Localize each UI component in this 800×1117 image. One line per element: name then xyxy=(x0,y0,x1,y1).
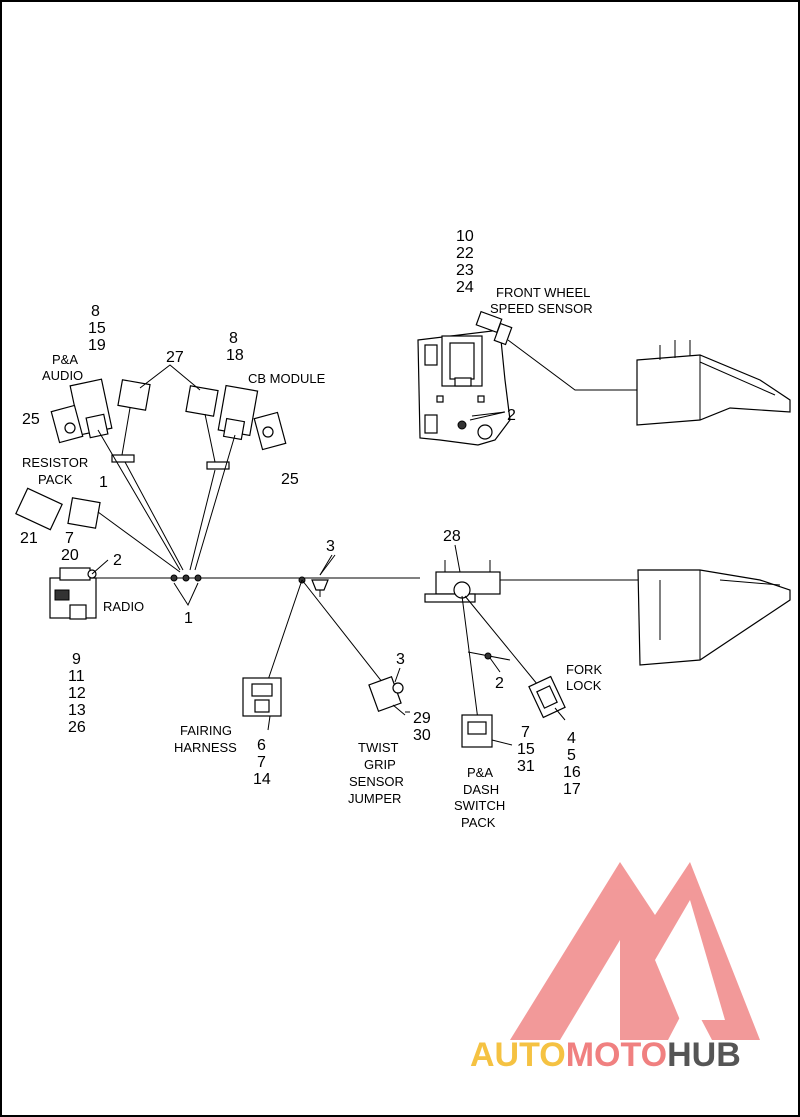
watermark-logo xyxy=(510,862,760,1040)
callout-13: 13 xyxy=(68,702,86,719)
label-fairing: FAIRING xyxy=(180,723,232,738)
label-front-wheel: FRONT WHEEL xyxy=(496,285,590,300)
label-jumper: JUMPER xyxy=(348,791,401,806)
upper-branches xyxy=(97,429,236,571)
callout-11: 11 xyxy=(68,668,85,685)
callout-2: 2 xyxy=(113,552,122,569)
lower-fork-bracket xyxy=(424,560,501,603)
cb-bracket xyxy=(253,411,287,451)
label-cb-module: CB MODULE xyxy=(248,371,326,386)
callout-2: 2 xyxy=(507,407,516,424)
labels: FRONT WHEEL SPEED SENSOR P&A AUDIO CB MO… xyxy=(22,285,602,830)
callout-8: 8 xyxy=(229,330,238,347)
fork-bracket-assembly xyxy=(417,329,511,446)
callout-6: 6 xyxy=(257,737,266,754)
callout-31: 31 xyxy=(517,758,535,775)
callout-19: 19 xyxy=(88,337,106,354)
callout-5: 5 xyxy=(567,747,576,764)
callout-3: 3 xyxy=(326,538,335,555)
lower-right-branches xyxy=(461,595,543,721)
watermark-part-moto: MOTO xyxy=(566,1036,667,1074)
callout-10: 10 xyxy=(456,228,474,245)
fork-lock-connector xyxy=(528,675,566,719)
callout-7: 7 xyxy=(257,754,266,771)
label-audio: AUDIO xyxy=(42,368,83,383)
callout-20: 20 xyxy=(61,547,79,564)
callout-8: 8 xyxy=(91,303,100,320)
watermark-text: AUTOMOTOHUB xyxy=(470,1036,741,1074)
label-radio: RADIO xyxy=(103,599,144,614)
plug-27-left xyxy=(111,379,151,463)
callout-17: 17 xyxy=(563,781,581,798)
label-harness: HARNESS xyxy=(174,740,237,755)
callout-28: 28 xyxy=(443,528,461,545)
main-harness-trunk xyxy=(90,577,640,581)
callouts: 10 22 23 24 2 8 15 19 27 8 18 25 25 1 21… xyxy=(20,228,581,798)
fork-tube-lower xyxy=(637,569,791,666)
harness-clip-3 xyxy=(311,554,333,597)
leader-27 xyxy=(139,364,201,391)
callout-25: 25 xyxy=(281,471,299,488)
label-grip: GRIP xyxy=(364,757,396,772)
callout-leaders xyxy=(91,544,566,746)
callout-30: 30 xyxy=(413,727,431,744)
callout-16: 16 xyxy=(563,764,581,781)
label-dash-pack: PACK xyxy=(461,815,496,830)
pa-audio-connector xyxy=(69,378,113,439)
callout-1: 1 xyxy=(99,474,108,491)
label-dash-pa: P&A xyxy=(467,765,493,780)
label-fork: FORK xyxy=(566,662,602,677)
label-switch: SWITCH xyxy=(454,798,505,813)
watermark-part-auto: AUTO xyxy=(470,1036,566,1074)
harness-clips xyxy=(170,574,306,607)
callout-3: 3 xyxy=(396,651,405,668)
callout-7: 7 xyxy=(65,530,74,547)
callout-4: 4 xyxy=(567,730,576,747)
callout-14: 14 xyxy=(253,771,271,788)
callout-7: 7 xyxy=(521,724,530,741)
fairing-harness-connector xyxy=(242,677,282,717)
label-pack: PACK xyxy=(38,472,73,487)
plug-27-right xyxy=(185,385,230,470)
pa-dash-switch-connector xyxy=(461,714,493,748)
label-lock: LOCK xyxy=(566,678,602,693)
label-dash: DASH xyxy=(463,782,499,797)
label-resistor: RESISTOR xyxy=(22,455,88,470)
watermark-part-hub: HUB xyxy=(667,1036,741,1074)
audio-bracket xyxy=(50,404,84,444)
fork-tube-upper xyxy=(636,340,791,426)
callout-1: 1 xyxy=(184,610,193,627)
callout-24: 24 xyxy=(456,279,474,296)
callout-9: 9 xyxy=(72,651,81,668)
callout-12: 12 xyxy=(68,685,86,702)
callout-15: 15 xyxy=(88,320,106,337)
callout-26: 26 xyxy=(68,719,86,736)
callout-21: 21 xyxy=(20,530,38,547)
callout-29: 29 xyxy=(413,710,431,727)
callout-2: 2 xyxy=(495,675,504,692)
callout-15: 15 xyxy=(517,741,535,758)
cb-module-connector xyxy=(217,384,259,441)
label-twist: TWIST xyxy=(358,740,398,755)
leader-bracket-2 xyxy=(469,411,506,421)
radio-connector xyxy=(49,567,97,620)
callout-18: 18 xyxy=(226,347,244,364)
callout-23: 23 xyxy=(456,262,474,279)
front-wheel-speed-sensor xyxy=(475,310,645,391)
callout-27: 27 xyxy=(166,349,184,366)
label-speed-sensor: SPEED SENSOR xyxy=(490,301,593,316)
resistor-pack xyxy=(15,487,181,573)
label-pa: P&A xyxy=(52,352,78,367)
callout-22: 22 xyxy=(456,245,474,262)
callout-25: 25 xyxy=(22,411,40,428)
twist-grip-connector xyxy=(368,675,406,716)
label-sensor: SENSOR xyxy=(349,774,404,789)
lower-left-branches xyxy=(267,579,391,693)
